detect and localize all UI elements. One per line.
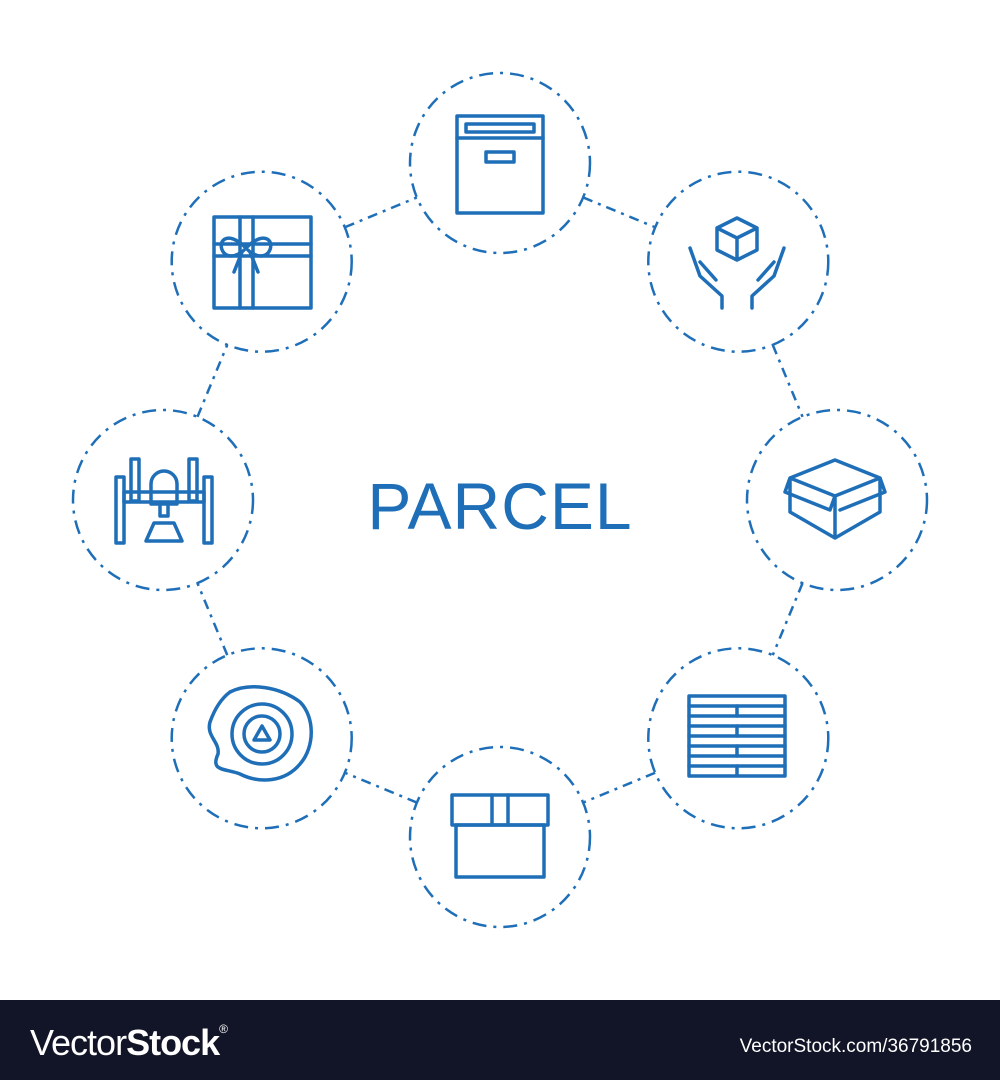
footer-bar: VectorStock® VectorStock.com/36791856 — [0, 1000, 1000, 1080]
dashed-circle — [408, 71, 592, 255]
dashed-circle — [71, 408, 255, 592]
pallet-icon — [687, 694, 787, 778]
dashed-circle — [647, 170, 830, 353]
open-box-icon — [783, 458, 887, 540]
dashed-connector — [344, 196, 418, 229]
dashed-circle — [170, 647, 353, 830]
dashed-connector — [196, 582, 229, 656]
dashed-circle — [170, 170, 353, 353]
closed-box-icon — [450, 793, 550, 879]
wax-seal-icon — [207, 685, 313, 782]
storage-box-icon — [455, 114, 545, 215]
dashed-circle — [745, 408, 929, 592]
dashed-connector — [771, 344, 804, 418]
dashed-circle — [408, 745, 592, 929]
3d-printer-icon — [114, 457, 214, 545]
hands-holding-box-icon — [688, 216, 786, 310]
dashed-connector — [582, 196, 656, 229]
logo-light-text: Vector — [30, 1022, 127, 1063]
dashed-connector — [196, 344, 229, 418]
image-url: VectorStock.com/36791856 — [739, 1036, 972, 1057]
vectorstock-logo: VectorStock® — [30, 1022, 228, 1064]
logo-bold-text: Stock — [126, 1022, 220, 1063]
dashed-circle — [647, 647, 830, 830]
dashed-connector — [582, 771, 656, 804]
parcel-icon-diagram — [71, 71, 929, 929]
logo-mark: ® — [219, 1022, 228, 1036]
gift-box-icon — [212, 215, 313, 310]
dashed-connector — [771, 582, 804, 656]
diagram-title: PARCEL — [367, 469, 633, 543]
dashed-ring-connectors — [71, 71, 929, 929]
dashed-connector — [344, 771, 418, 804]
